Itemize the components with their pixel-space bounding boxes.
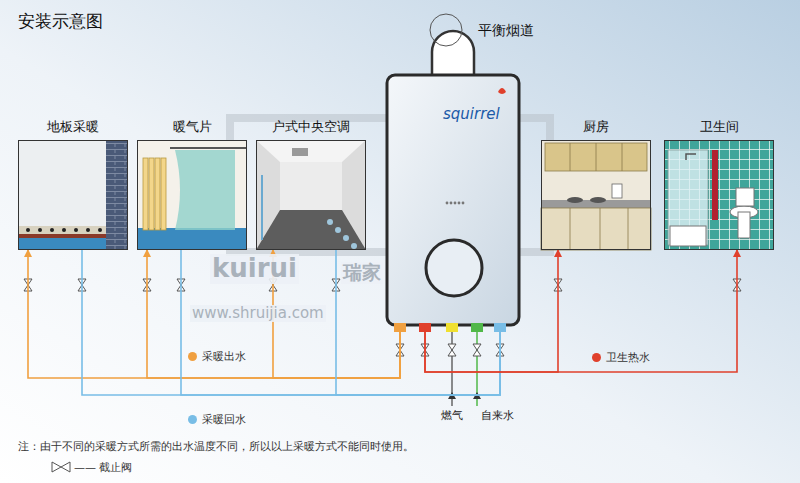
legend-text: 卫生热水 xyxy=(606,350,650,365)
boiler-body xyxy=(387,75,519,325)
gas-label: 燃气 xyxy=(441,410,463,423)
brand-logo: squirrel xyxy=(443,105,500,123)
boiler-dial xyxy=(426,240,482,296)
kitchen-picture xyxy=(541,140,651,250)
pipe xyxy=(147,250,400,378)
pipe xyxy=(425,250,558,372)
water-label: 自来水 xyxy=(481,410,514,423)
floor-heating-picture xyxy=(18,140,128,250)
note: 注：由于不同的采暖方式所需的出水温度不同，所以以上采暖方式不能同时使用。 xyxy=(18,441,414,454)
room-heading: 地板采暖 xyxy=(47,118,99,136)
pipe xyxy=(425,250,737,372)
flue-label: 平衡烟道 xyxy=(478,22,534,38)
flue-circle xyxy=(430,14,462,46)
flue xyxy=(432,31,474,76)
legend-text: —— 截止阀 xyxy=(74,460,133,475)
room-panel: 厨房 xyxy=(541,140,651,250)
bathroom-picture xyxy=(664,140,774,250)
ac-picture xyxy=(256,140,366,250)
logo-mark xyxy=(498,88,506,94)
room-panel: 暖气片 xyxy=(137,140,247,250)
legend-text: 采暖出水 xyxy=(202,349,246,364)
shutoff-valves xyxy=(24,279,741,356)
legend-swatch xyxy=(188,352,197,361)
room-heading: 暖气片 xyxy=(173,118,212,136)
boiler-outlets xyxy=(394,323,506,332)
room-heading: 户式中央空调 xyxy=(272,118,350,136)
pipe xyxy=(181,250,500,395)
boiler-vents xyxy=(446,202,465,205)
room-panel: 卫生间 xyxy=(664,140,774,250)
room-panel: 户式中央空调 xyxy=(256,140,366,250)
legend-swatch xyxy=(592,353,601,362)
room-heading: 卫生间 xyxy=(700,118,739,136)
room-panel: 地板采暖 xyxy=(18,140,128,250)
pipe xyxy=(28,250,400,378)
legend-text: 采暖回水 xyxy=(202,412,246,427)
boiler-unit: squirrel xyxy=(387,75,519,325)
watermark: 瑞家 xyxy=(341,262,383,284)
pipe xyxy=(336,250,500,395)
room-heading: 厨房 xyxy=(583,118,609,136)
legend-swatch xyxy=(188,415,197,424)
radiator-picture xyxy=(137,140,247,250)
diagram-title: 安装示意图 xyxy=(18,10,103,33)
watermark-url: www.shruijia.com xyxy=(190,305,326,322)
pipe xyxy=(82,250,500,395)
valve-legend-symbol xyxy=(52,462,70,472)
watermark: kuirui xyxy=(210,254,299,284)
